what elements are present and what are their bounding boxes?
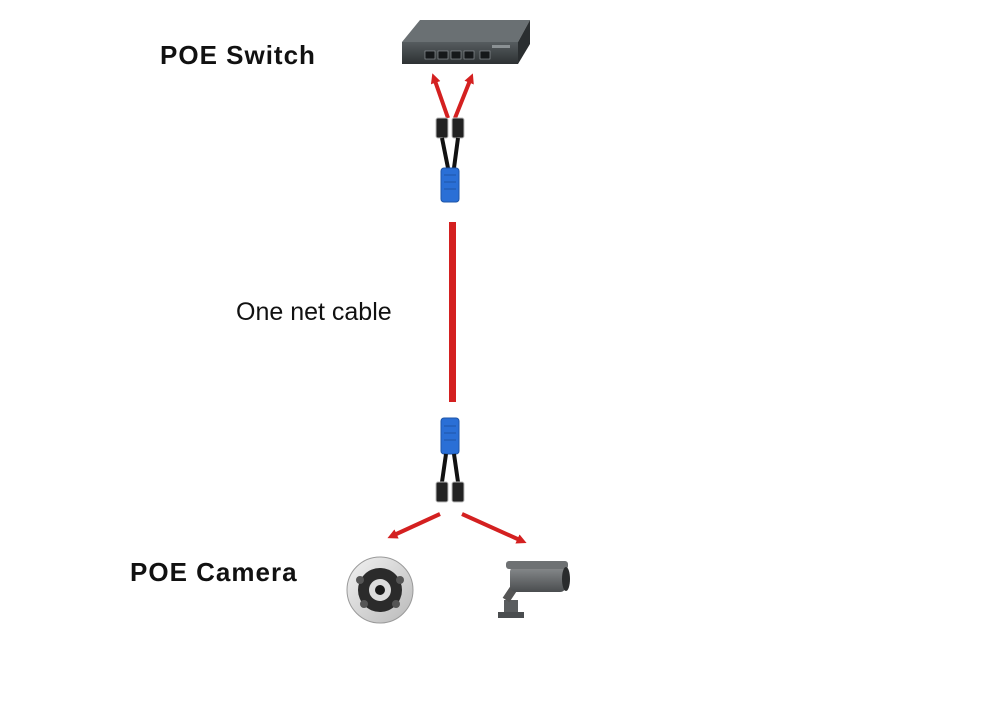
top-splitter-icon — [435, 117, 465, 203]
net-cable — [449, 222, 456, 402]
camera-arrows — [387, 512, 527, 544]
switch-arrows — [430, 73, 474, 119]
net-cable-label: One net cable — [236, 298, 392, 326]
bullet-camera-icon — [498, 561, 570, 618]
bottom-splitter-icon — [435, 417, 465, 503]
poe-camera-label: POE Camera — [130, 557, 298, 587]
dome-camera-icon — [346, 556, 414, 624]
poe-switch-icon — [402, 20, 530, 64]
poe-switch-label: POE Switch — [160, 40, 316, 70]
